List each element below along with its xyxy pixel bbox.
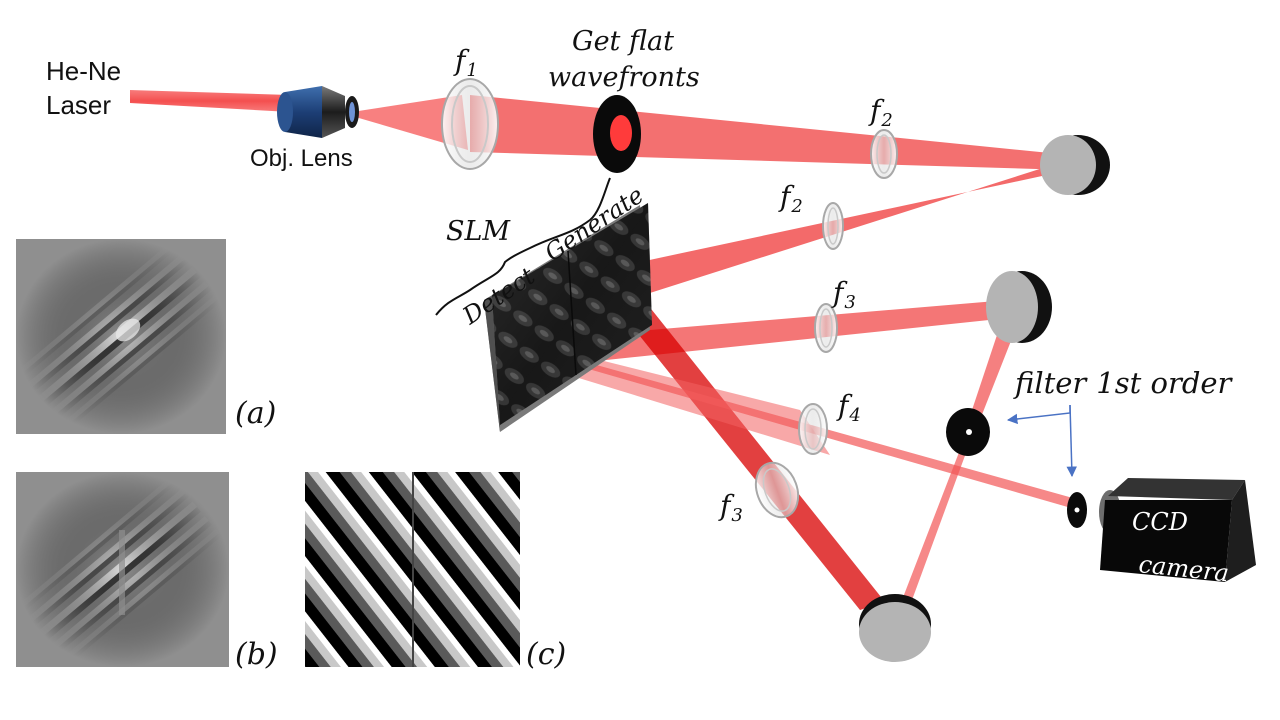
lens-f2-lower [822, 202, 844, 250]
panel-b-label: (b) [235, 637, 278, 672]
slm-label: SLM [446, 216, 511, 247]
lens-f2-top [870, 129, 898, 179]
mirror-three [859, 594, 931, 662]
lens-f3-upper [814, 303, 838, 353]
laser-label-line2: Laser [46, 90, 111, 120]
beam-filter-mirror-three [902, 442, 970, 600]
filter-annotation-arrows [1006, 404, 1077, 478]
panel-a-label: (a) [235, 396, 276, 431]
lens-f3-lower [754, 461, 800, 519]
panel-b-image [16, 472, 229, 667]
panel-c-label: (c) [526, 637, 566, 672]
beam-detect-fan [520, 340, 830, 455]
lens-label-f3-upper: f3 [831, 276, 856, 313]
ccd-label-line1: CCD [1132, 508, 1188, 536]
expanding-beam [352, 95, 468, 150]
ccd-camera [1099, 478, 1256, 582]
iris-aperture [593, 95, 641, 173]
lens-label-f1: f1 [453, 44, 478, 81]
lens-f1 [441, 78, 499, 170]
input-beam [130, 90, 290, 112]
slm-brace [435, 177, 611, 316]
flat-wavefronts-line1: Get flat [572, 26, 674, 57]
mirror-two [986, 271, 1052, 343]
lens-label-f2-lower: f2 [778, 180, 803, 217]
beam-mirror-two-filter [962, 314, 1020, 440]
pinhole-filter-two [1067, 492, 1087, 528]
flat-wavefronts-line2: wavefronts [548, 62, 700, 93]
panel-c-image [305, 472, 520, 667]
obj-lens-label: Obj. Lens [250, 145, 353, 172]
laser-label-line1: He-Ne [46, 56, 121, 86]
pinhole-filter-one [946, 408, 990, 456]
lens-label-f2-top: f2 [868, 94, 893, 131]
collimated-beam [470, 95, 1070, 170]
lens-label-f4: f4 [836, 389, 861, 426]
mirror-one [1040, 135, 1110, 195]
lens-label-f3-lower: f3 [718, 489, 743, 526]
panel-a-image [16, 239, 226, 434]
objective-lens [277, 86, 359, 138]
beam-slm-mirror-three [598, 270, 885, 610]
slm-device [484, 203, 652, 432]
beam-to-mirror-two [530, 300, 1008, 368]
lens-f4 [798, 403, 828, 455]
